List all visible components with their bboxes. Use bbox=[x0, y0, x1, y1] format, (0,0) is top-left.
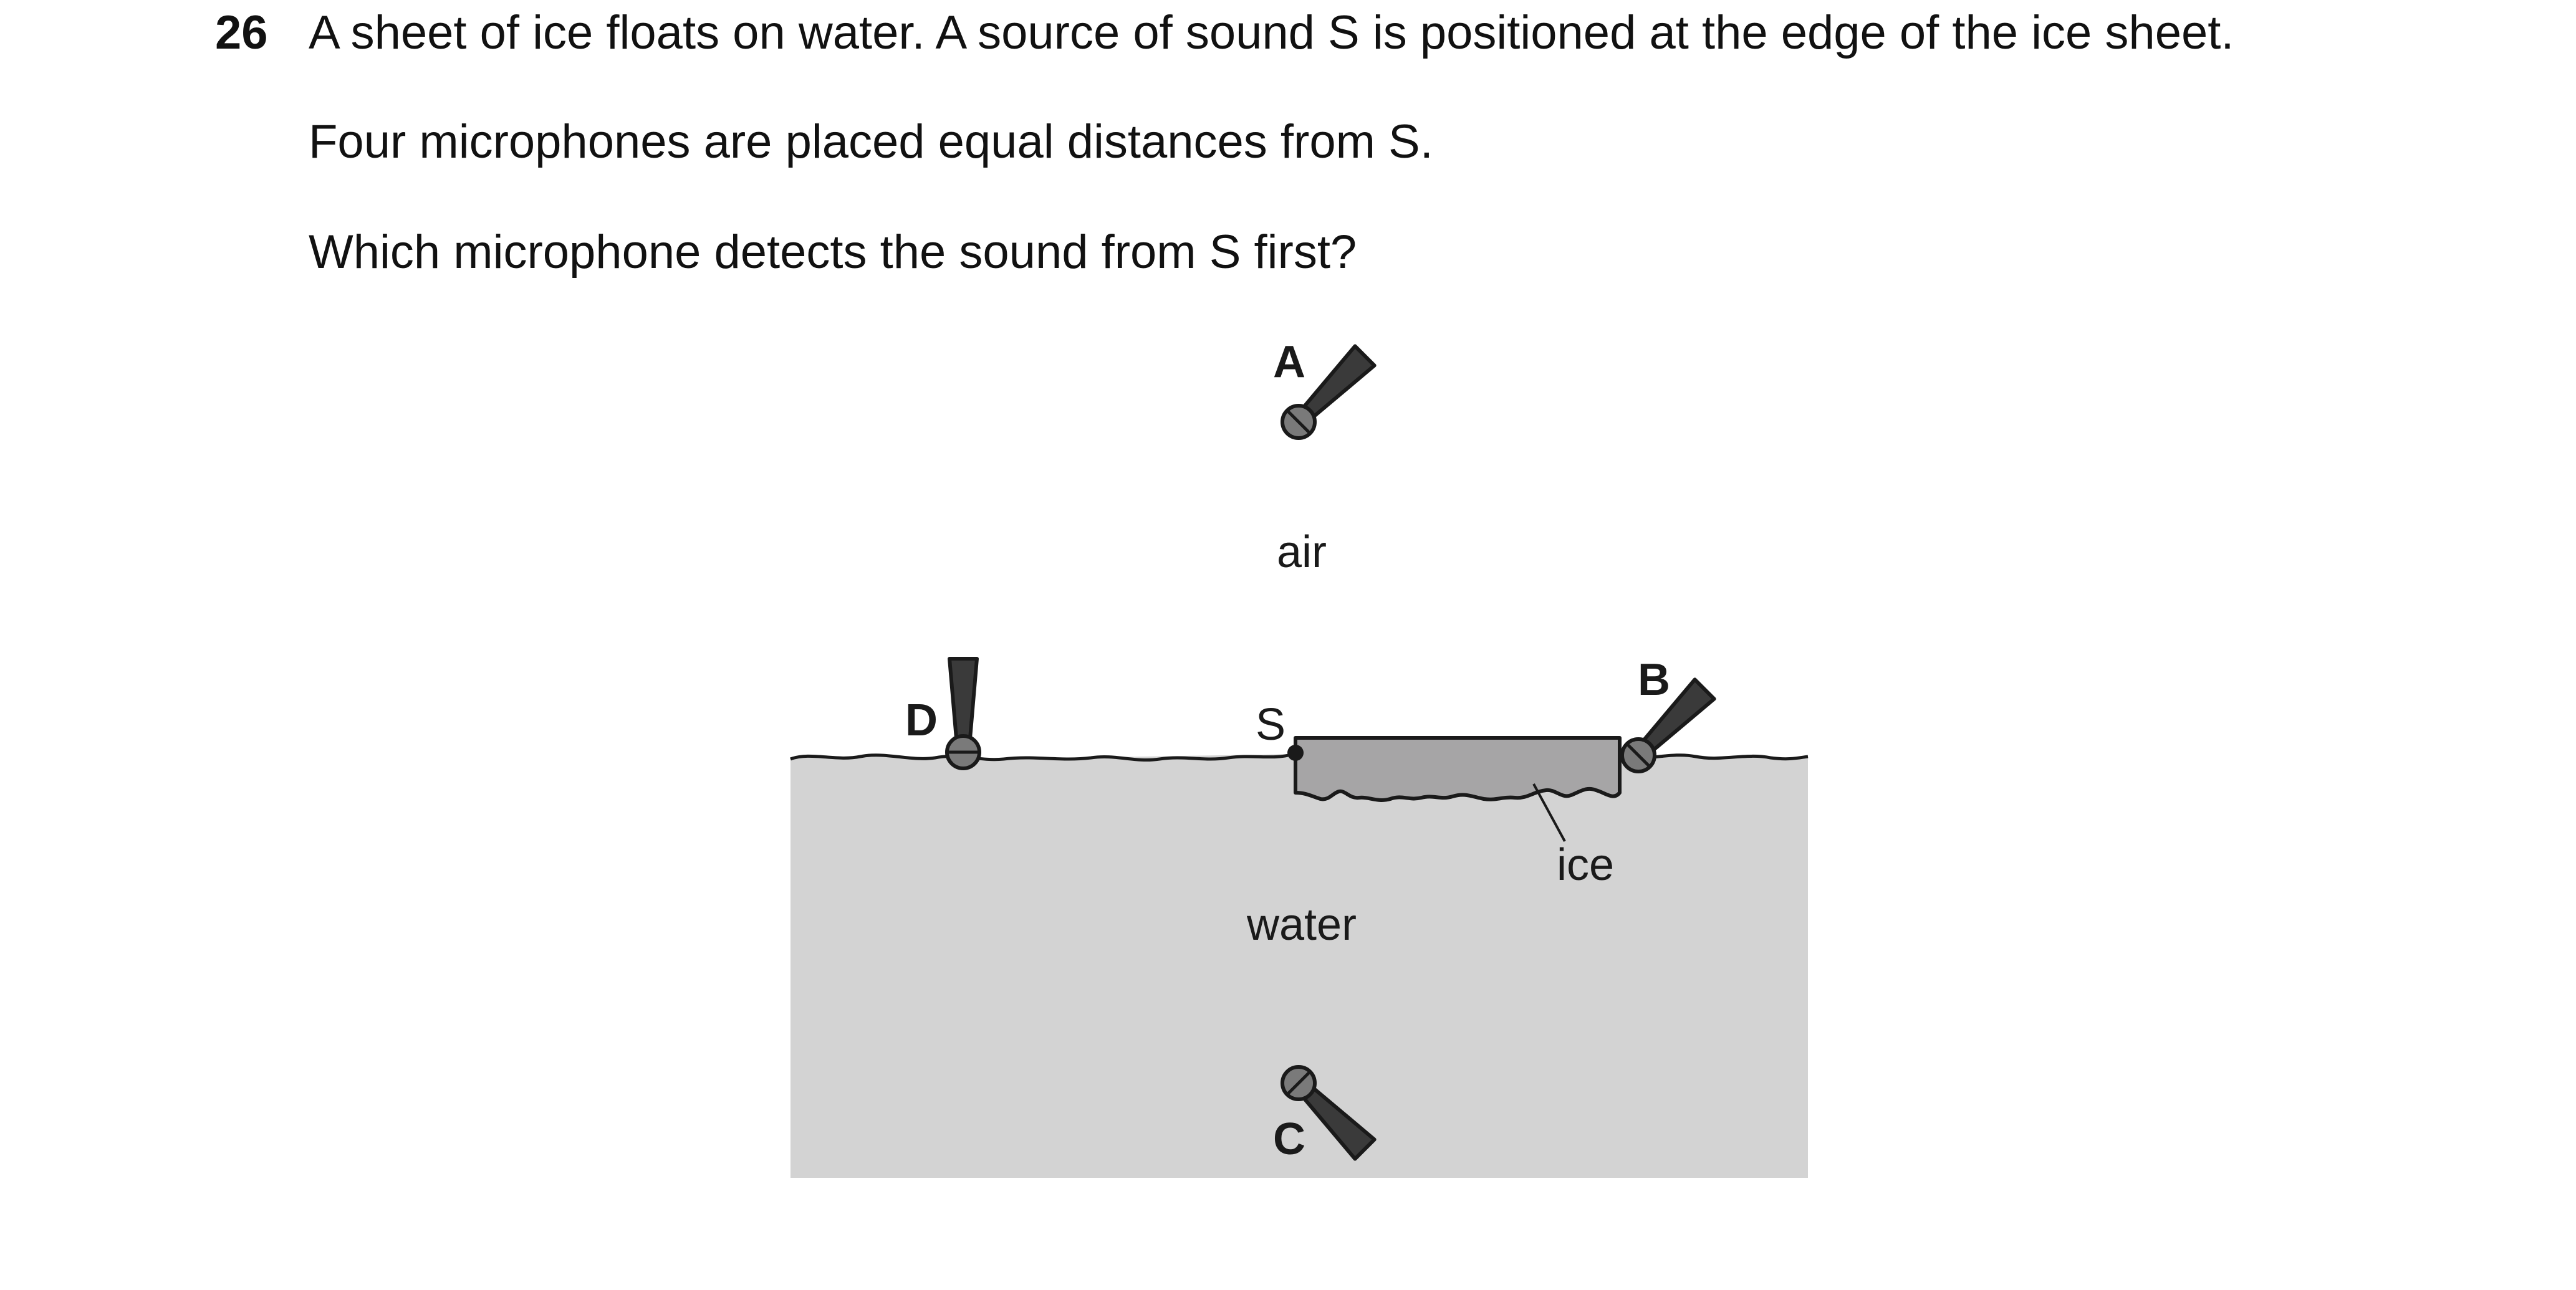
sound-source-dot bbox=[1287, 745, 1304, 761]
source-label: S bbox=[1256, 700, 1286, 750]
microphone-d-icon bbox=[947, 659, 979, 768]
question-text-line-2: Four microphones are placed equal distan… bbox=[309, 115, 1433, 168]
ice-pointer-line bbox=[1532, 783, 1566, 842]
water-label: water bbox=[1246, 900, 1357, 950]
water-region bbox=[791, 754, 1808, 1178]
microphone-b-label: B bbox=[1638, 655, 1670, 705]
ice-sheet bbox=[1294, 736, 1622, 802]
question-text-line-1: A sheet of ice floats on water. A source… bbox=[309, 6, 2234, 59]
water-surface-left bbox=[790, 752, 1294, 762]
microphone-c-label: C bbox=[1273, 1114, 1305, 1164]
microphone-d-label: D bbox=[905, 695, 938, 745]
ice-label: ice bbox=[1557, 840, 1614, 890]
question-number: 26 bbox=[215, 6, 268, 59]
microphone-a-label: A bbox=[1273, 337, 1305, 387]
air-label: air bbox=[1277, 527, 1327, 577]
question-text-line-3: Which microphone detects the sound from … bbox=[309, 226, 1357, 279]
